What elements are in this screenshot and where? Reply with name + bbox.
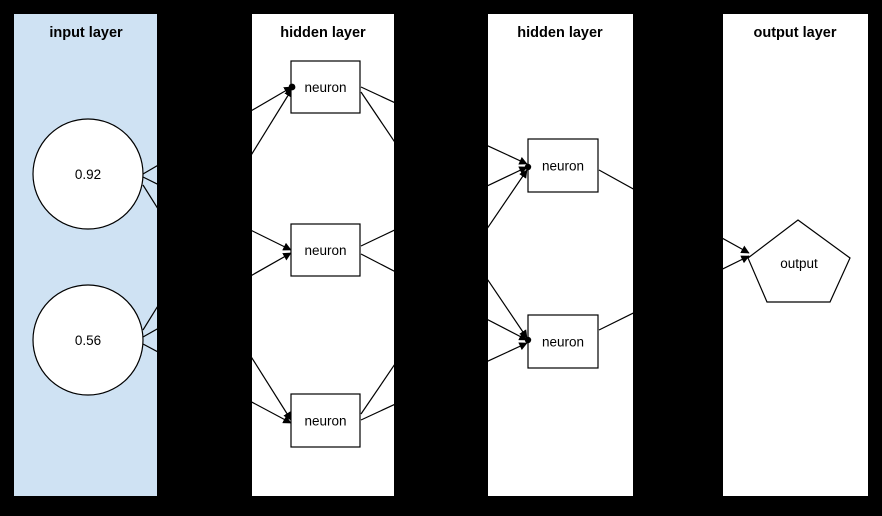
node-out-1-label: output (780, 256, 818, 271)
edge-in-2-to-h1-2[interactable] (143, 252, 292, 337)
node-h1-1-shape[interactable] (290, 60, 361, 114)
edge-h2-2-to-out-1-tail (598, 312, 633, 331)
node-h1-2-shape[interactable] (290, 223, 361, 277)
node-in-1-shape[interactable] (32, 118, 144, 230)
edge-in-1-to-h1-1[interactable] (143, 86, 293, 174)
edge-h1-3-to-h2-1-tail (360, 364, 394, 415)
edge-in-1-to-h1-2[interactable] (143, 177, 292, 251)
node-h2-1-label: neuron (542, 159, 584, 174)
panel-title-hidden-2: hidden layer (517, 25, 603, 41)
node-out-1-shape[interactable] (747, 219, 851, 303)
panel-input[interactable] (14, 14, 157, 496)
node-h2-2-shape[interactable] (527, 314, 599, 369)
node-h1-1-label: neuron (304, 80, 346, 95)
edge-h1-2-to-h2-1[interactable] (361, 166, 528, 246)
edge-h2-2-to-out-1[interactable] (599, 255, 750, 330)
edge-in-2-to-h1-3[interactable] (143, 344, 292, 424)
edge-in-2-to-h1-1[interactable] (143, 88, 293, 330)
edge-group (142, 86, 750, 424)
node-h1-3-shape[interactable] (290, 393, 361, 448)
edge-h1-3-to-h2-1[interactable] (361, 169, 528, 414)
marker-group (288, 83, 532, 344)
edge-h2-1-to-out-1-tail (598, 169, 633, 190)
node-in-2-shape[interactable] (32, 284, 144, 396)
node-h1-2-label: neuron (304, 243, 346, 258)
connection-dot-h2-1 (524, 163, 532, 171)
panel-hidden-2[interactable] (488, 14, 633, 496)
panel-title-output: output layer (754, 25, 837, 41)
node-in-1-label: 0.92 (75, 167, 101, 182)
edge-h1-2-to-h2-2[interactable] (361, 254, 528, 341)
edge-h1-2-to-h2-1-tail (360, 229, 394, 247)
edge-h1-1-to-h2-2-tail (360, 91, 394, 142)
edge-h1-1-to-h2-2[interactable] (361, 92, 528, 339)
panel-title-group: input layer hidden layer hidden layer ou… (49, 25, 837, 41)
node-h1-3-label: neuron (304, 414, 346, 429)
node-h2-1-shape[interactable] (527, 138, 599, 193)
panel-title-input: input layer (49, 25, 123, 41)
node-in-2-label: 0.56 (75, 333, 101, 348)
panel-title-hidden-1: hidden layer (280, 25, 366, 41)
edge-h1-1-to-h2-1[interactable] (361, 87, 528, 165)
connection-dot-h2-2 (524, 336, 532, 344)
edge-h1-3-to-h2-2[interactable] (361, 342, 528, 420)
edge-h2-1-to-out-1[interactable] (599, 170, 750, 254)
node-group: 0.92 0.56 neuron neuron neuron neuron neuron ou… (32, 60, 851, 448)
layer-panels (14, 14, 868, 496)
connection-dot-h1-1 (288, 83, 296, 91)
edge-in-1-to-h1-3[interactable] (143, 185, 292, 421)
node-h2-2-label: neuron (542, 335, 584, 350)
edge-h1-2-to-h2-2-tail (360, 253, 394, 272)
edge-h1-3-to-h2-2-tail (360, 404, 394, 421)
edge-h1-1-to-h2-1-tail (360, 86, 394, 103)
